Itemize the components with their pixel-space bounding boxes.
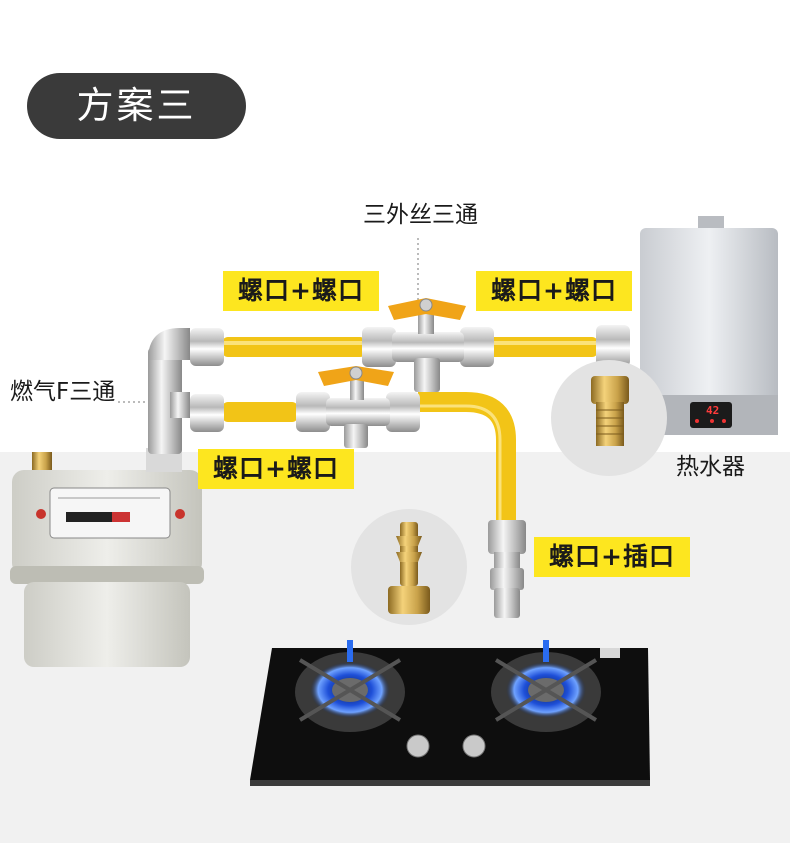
hose-nuts <box>190 325 630 432</box>
heater-display-readout: 42 <box>706 404 719 417</box>
brass-adapter-icon <box>551 360 667 476</box>
tag-top-left: 螺口+螺口 <box>223 271 379 311</box>
heater-label: 热水器 <box>676 454 745 480</box>
ball-valve-icon <box>388 298 466 392</box>
yellow-gas-hose <box>222 337 598 520</box>
page-title: 方案三 <box>27 73 246 139</box>
f-tee-fitting-icon <box>146 328 190 472</box>
gas-stove-icon <box>250 640 650 786</box>
burner-flame-icon <box>491 640 601 732</box>
quick-connector-icon <box>488 520 526 618</box>
gas-tee-label: 燃气F三通 <box>10 379 116 405</box>
tag-top-right: 螺口+螺口 <box>476 271 632 311</box>
burner-flame-icon <box>295 640 405 732</box>
tag-stove-link: 螺口+插口 <box>534 537 690 577</box>
tag-bottom-left: 螺口+螺口 <box>198 449 354 489</box>
gas-meter-icon <box>10 452 204 667</box>
hose-barb-icon <box>351 509 467 625</box>
tee-valve-label: 三外丝三通 <box>363 202 478 228</box>
ball-valve-icon <box>318 366 394 448</box>
